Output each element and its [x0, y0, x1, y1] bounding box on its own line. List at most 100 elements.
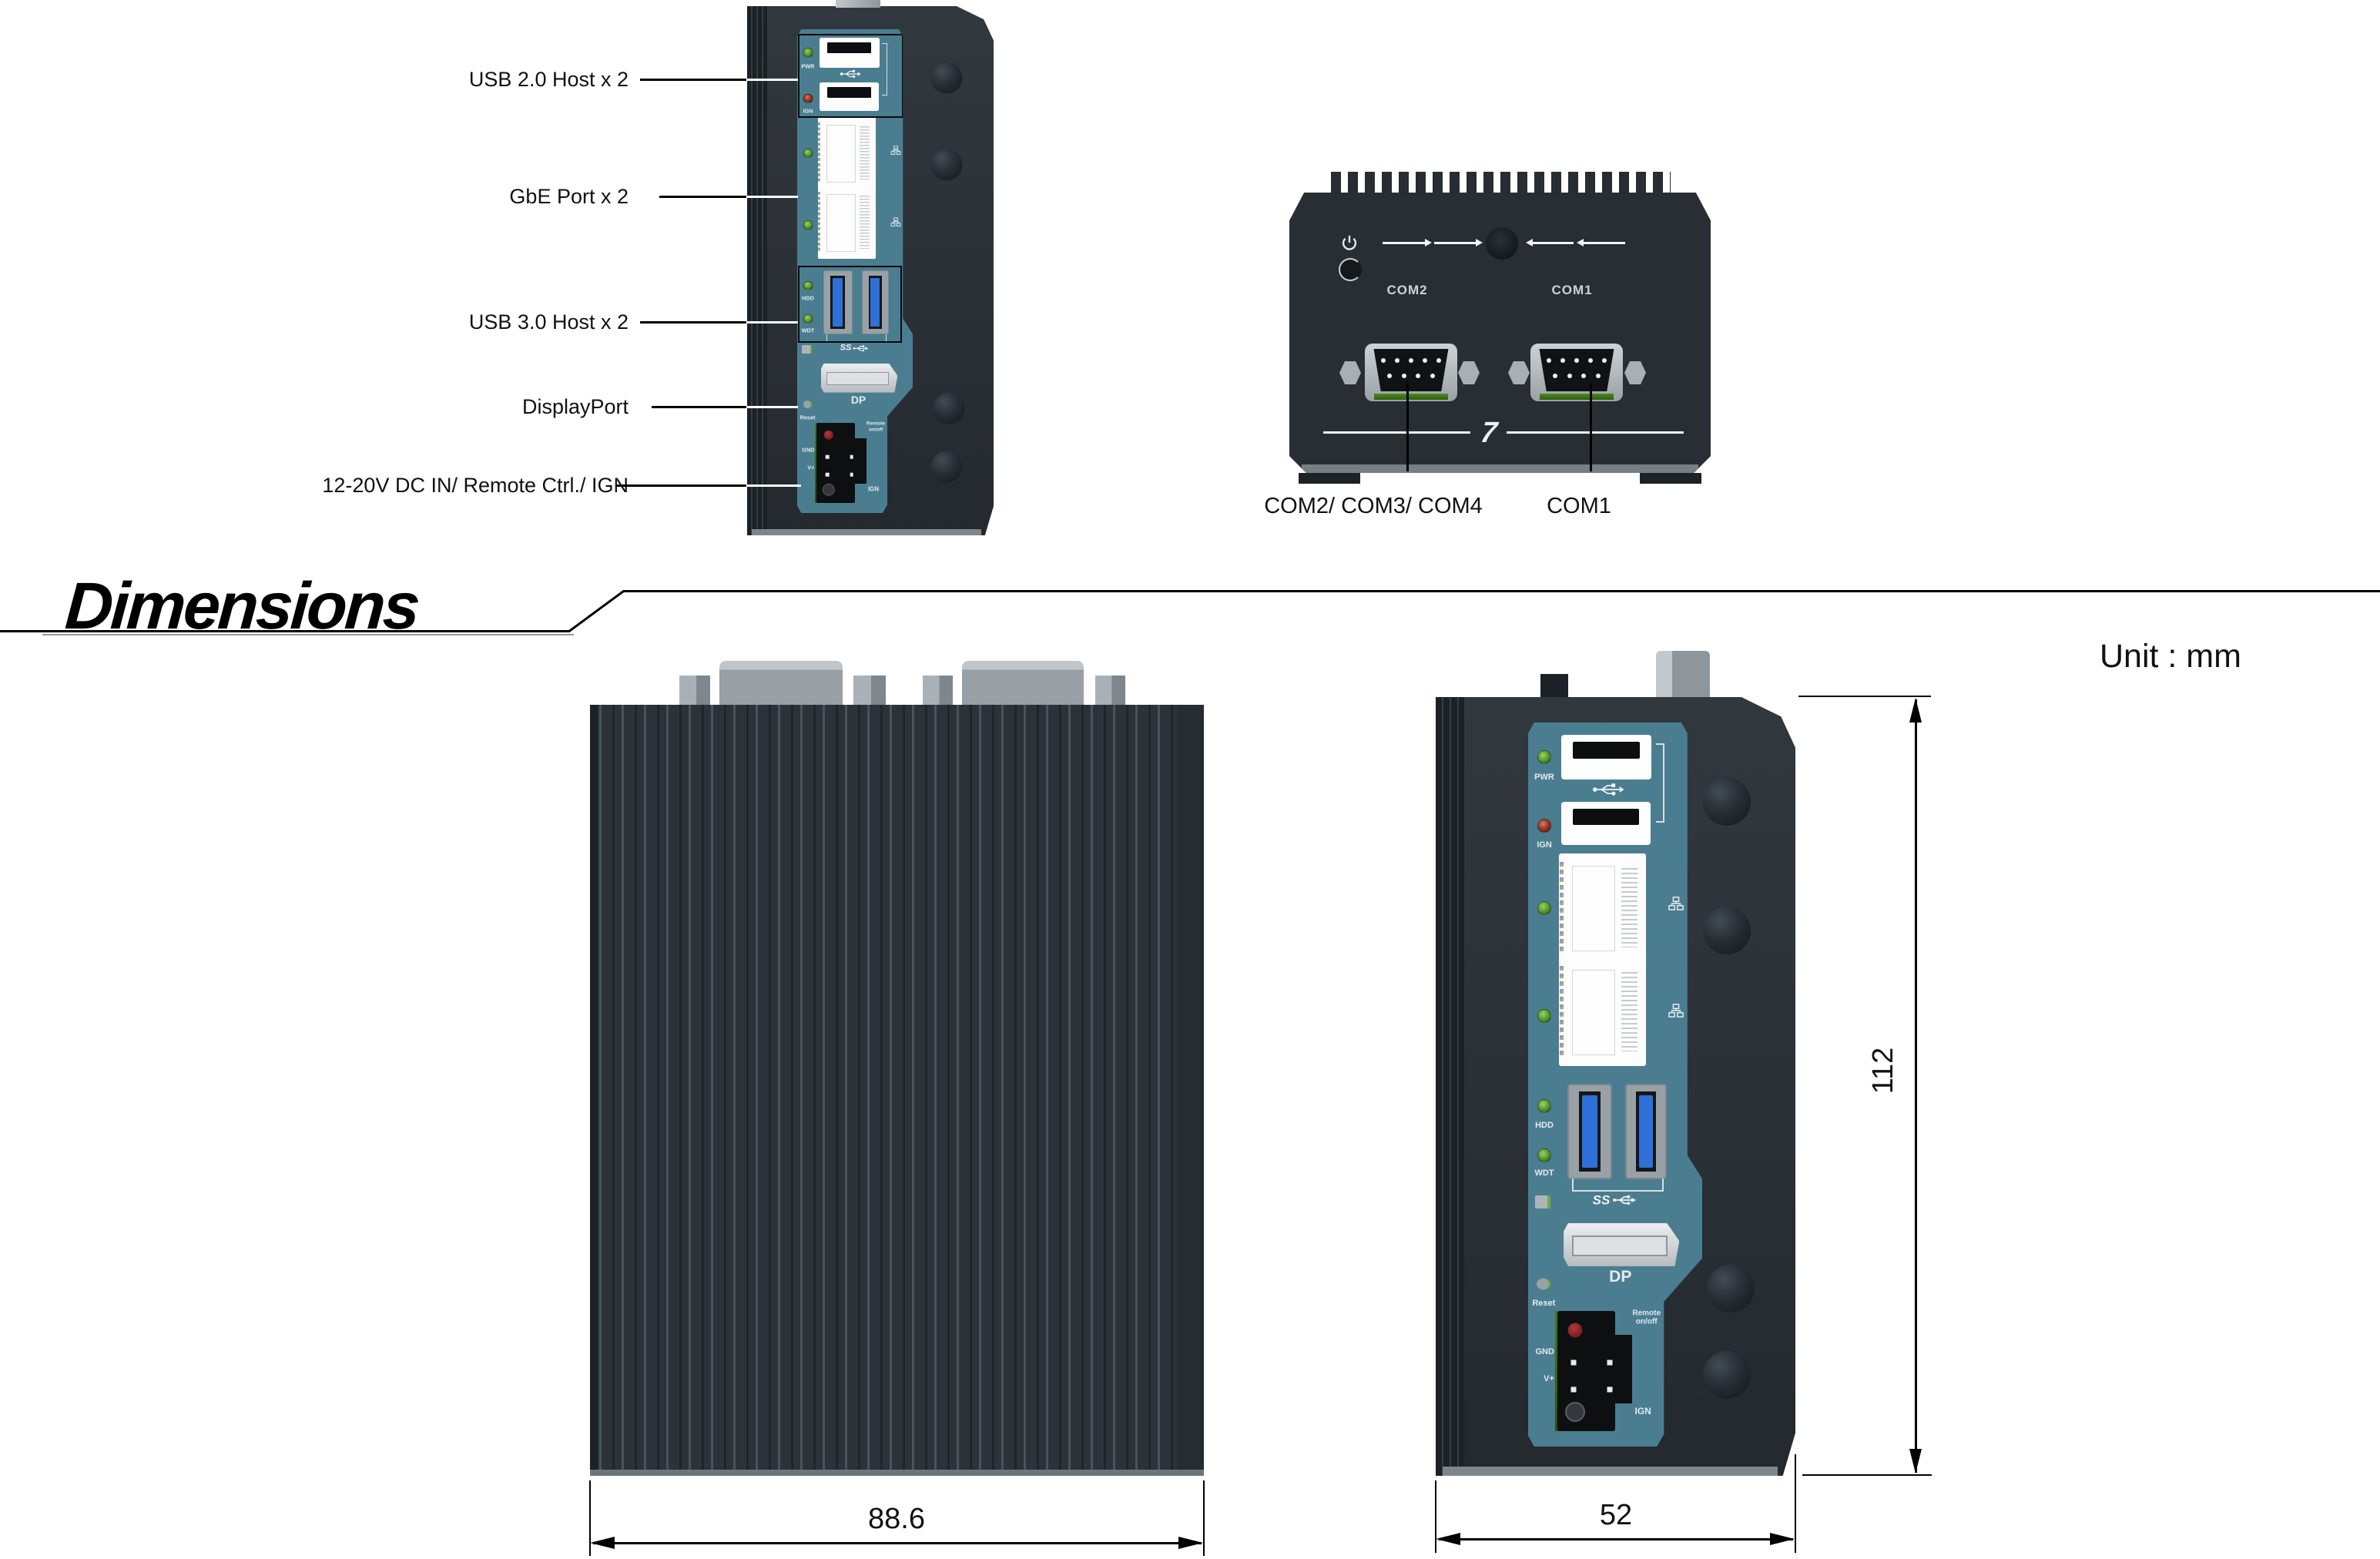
db9-pin [1595, 373, 1601, 378]
port-callout-label: COM2/ COM3/ COM4 [1264, 494, 1483, 518]
db9-pin-row [1387, 373, 1435, 380]
device-side-fin-strip [747, 6, 767, 535]
panel-label: Reset [799, 414, 816, 421]
panel-label: IGN [1634, 1405, 1651, 1417]
heatsink-right-cap [1178, 705, 1204, 1476]
unit-label: Unit : mm [2100, 638, 2241, 675]
rj45-contacts [1621, 867, 1638, 948]
top-slot-arrow [1577, 239, 1584, 246]
rj45-contacts [1621, 971, 1638, 1052]
top-slot-arrow [1526, 239, 1533, 246]
terminal-round-hole [822, 483, 835, 497]
callout-line [640, 321, 746, 324]
screw-bump [1703, 1350, 1751, 1399]
ign-led [803, 93, 813, 104]
usb2-port [819, 37, 880, 68]
pwr-led [1537, 750, 1552, 765]
extension-line [1802, 1474, 1932, 1476]
rj45-contacts [859, 196, 870, 250]
rj45-pins-strip [818, 122, 821, 184]
terminal-pin [825, 473, 830, 477]
usb3-port [823, 270, 853, 334]
dimension-arrowhead [1770, 1533, 1795, 1545]
db9-pin [1380, 357, 1386, 363]
lan2-led [803, 220, 813, 230]
panel-label: HDD [802, 294, 814, 302]
power-terminal-ext [854, 438, 867, 484]
panel-label: IGN [867, 485, 880, 493]
terminal-red-button [1567, 1323, 1583, 1338]
ign-led [1537, 819, 1552, 833]
usb3-tongue [870, 278, 880, 327]
port-callout-label: GbE Port x 2 [509, 185, 629, 208]
top-connector-stub [836, 0, 880, 8]
callout-line [652, 406, 746, 408]
db9-pin-row [1546, 357, 1607, 364]
displayport-slot [1571, 1235, 1668, 1256]
db9-connector [1365, 344, 1457, 401]
ethernet-icon [1668, 1004, 1684, 1018]
callout-line-on-device [746, 79, 798, 81]
dimension-arrowhead [1909, 1449, 1922, 1474]
callout-line [1406, 384, 1409, 471]
dimension-value: 52 [1599, 1499, 1633, 1531]
callout-line-on-device [746, 321, 798, 324]
db9-pin [1602, 357, 1607, 363]
panel-label: GND [1535, 1346, 1554, 1356]
db9-pin [1560, 357, 1565, 363]
extension-line [589, 1480, 591, 1556]
ethernet-icon [890, 217, 900, 226]
callout-line-on-device [746, 484, 801, 487]
dimension-line [1915, 699, 1917, 1473]
rj45-pins-strip [1560, 861, 1564, 954]
rj45-port [1560, 858, 1643, 957]
db9-side-profile [962, 661, 1084, 705]
db9-pin [1423, 357, 1428, 363]
db9-pcb-strip [1374, 393, 1448, 400]
rj45-outline [826, 194, 856, 253]
db9-connector [1530, 344, 1623, 401]
db9-black-insert [1373, 348, 1449, 392]
com2-port-label: COM2 [1386, 283, 1428, 297]
db9-pin [1387, 373, 1393, 378]
divider-shadow [42, 634, 574, 635]
remote-label-line: on/off [868, 427, 883, 433]
panel-label: GND [802, 446, 815, 454]
usb3-tongue [1639, 1095, 1654, 1168]
rj45-contacts [859, 126, 870, 180]
db9-pin [1394, 357, 1400, 363]
rj45-pins-strip [1560, 965, 1564, 1058]
terminal-pin [825, 454, 830, 459]
db9-pcb-strip [1540, 393, 1614, 400]
superspeed-usb-icon: SS [840, 344, 870, 353]
reset-button [803, 400, 813, 408]
top-slot-line [1584, 242, 1625, 244]
db9-pin [1401, 373, 1406, 378]
screw-bump [930, 62, 963, 94]
extension-line [1795, 1454, 1796, 1553]
top-slot-arrow [1476, 239, 1483, 246]
terminal-pcb-strip [815, 422, 817, 503]
gbe-port-block [817, 116, 876, 259]
port-callout-label: DisplayPort [521, 395, 629, 418]
gbe-port-block [1559, 853, 1646, 1066]
usb3-bracket [1571, 1178, 1664, 1192]
panel-label: V+ [1544, 1373, 1554, 1383]
rj45-outline [826, 125, 856, 183]
lan1-led [803, 148, 813, 159]
callout-line [659, 196, 746, 198]
db9-pin [1430, 373, 1435, 378]
top-slot-arrow [1425, 239, 1432, 246]
top-screw-hole [1486, 227, 1518, 260]
device-base-strip [752, 528, 981, 535]
power-icon [1340, 234, 1359, 253]
logo-line [1507, 431, 1684, 434]
displayport-connector [1564, 1222, 1680, 1266]
heatsink-body [590, 705, 1204, 1476]
usb3-group-outline [798, 266, 903, 343]
divider-left-segment [0, 630, 570, 632]
port-callout-label: COM1 [1547, 494, 1611, 518]
divider-right-segment [623, 590, 2380, 592]
terminal-pin [1570, 1386, 1577, 1393]
